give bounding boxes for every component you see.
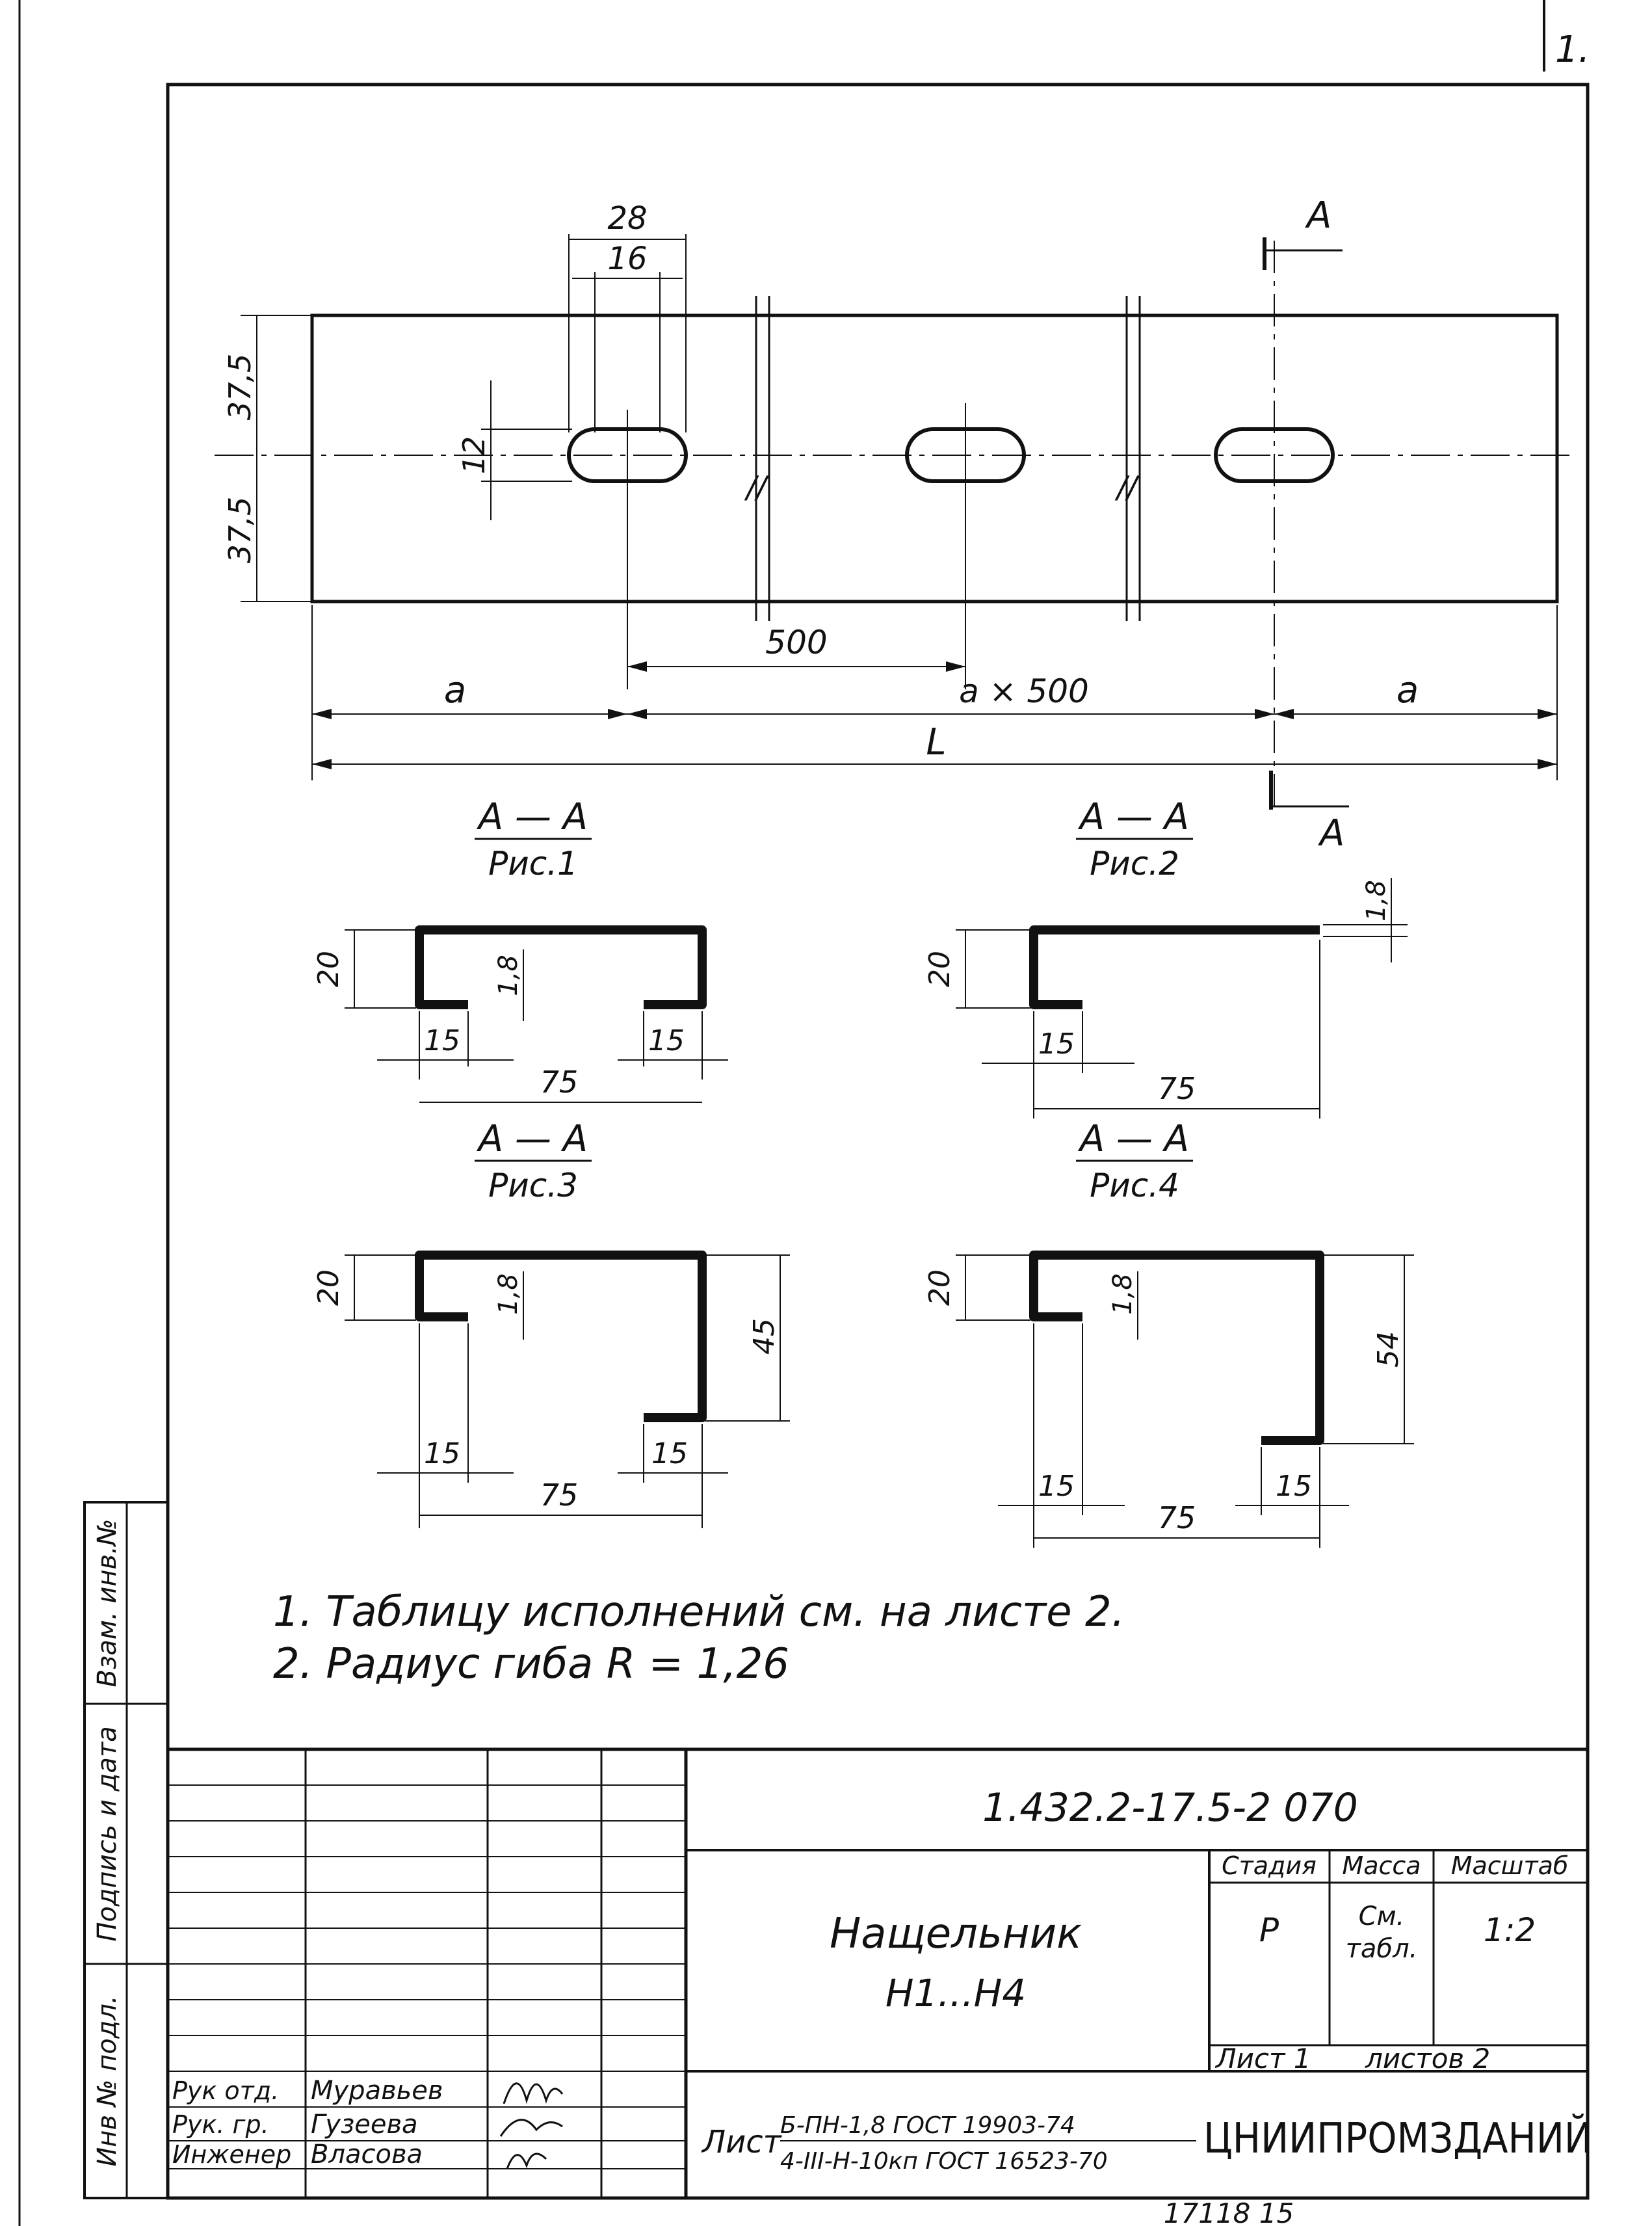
dim-a-arrow-5	[1274, 709, 1294, 719]
note-2: 2. Радиус гиба R = 1,26	[273, 1640, 789, 1688]
dim-slot-height: 12	[456, 436, 492, 475]
signature-1	[503, 2082, 564, 2104]
s4-dim-height: 20	[923, 1269, 956, 1306]
s4-dim-lip-left: 15	[1038, 1470, 1075, 1503]
tb-material-line1: Б-ПН-1,8 ГОСТ 19903-74	[780, 2112, 1075, 2139]
dim-half-width-top: 37,5	[222, 354, 257, 420]
s3-dim-width: 75	[540, 1477, 579, 1513]
tb-scale-header: Масштаб	[1451, 1851, 1569, 1880]
section-2: A — A Рис.2 20 1,8 15 75	[923, 796, 1408, 1119]
section-3-label: A — A	[477, 1118, 588, 1160]
section-3-fig: Рис.3	[488, 1167, 578, 1204]
dim-slot-inner-width: 16	[607, 241, 647, 277]
section-4: A — A Рис.4 20 1,8 54 15 15 75	[923, 1118, 1414, 1548]
sheet-number: 1.	[1555, 29, 1590, 71]
dim-pitch: 500	[765, 624, 827, 661]
tb-sheet: Лист 1	[1214, 2043, 1311, 2074]
s1-dim-thickness: 1,8	[493, 955, 523, 996]
section-marker-bottom: A	[1318, 812, 1344, 855]
s4-dim-thickness: 1,8	[1108, 1273, 1138, 1315]
strip-outline	[310, 313, 1559, 603]
s4-dim-width: 75	[1158, 1500, 1196, 1535]
tb-scale-value: 1:2	[1484, 1911, 1536, 1949]
side-label-replace-inv: Взам. инв.№	[92, 1519, 122, 1688]
dim-a-arrow-1	[312, 709, 332, 719]
section-3-profile	[415, 1251, 707, 1422]
s1-dim-lip-left: 15	[424, 1024, 460, 1057]
tb-organization: ЦНИИПРОМЗДАНИЙ	[1203, 2113, 1592, 2163]
break-mark-1: //	[744, 470, 769, 505]
section-1-label: A — A	[477, 796, 588, 838]
tb-role-1: Рук отд.	[172, 2076, 279, 2105]
s3-dim-thickness: 1,8	[493, 1273, 523, 1315]
dim-slot-outer-width: 28	[607, 200, 647, 237]
section-4-label: A — A	[1078, 1118, 1189, 1160]
s1-dim-height: 20	[312, 951, 345, 987]
s4-dim-lip-right: 15	[1276, 1470, 1312, 1503]
section-2-profile	[1029, 925, 1320, 1009]
tb-material-line2: 4-III-Н-10кп ГОСТ 16523-70	[780, 2148, 1108, 2175]
tb-sheets-total: листов 2	[1365, 2043, 1490, 2074]
tb-name-1: Муравьев	[311, 2076, 443, 2106]
s2-dim-height: 20	[923, 951, 956, 987]
tb-doc-code: 1.432.2-17.5-2 070	[982, 1785, 1358, 1831]
side-label-sign-date: Подпись и дата	[92, 1726, 122, 1941]
section-3: A — A Рис.3 20 1,8 45 15 15 75	[312, 1118, 790, 1528]
signature-3	[506, 2153, 547, 2169]
dim-a-arrow-6	[1538, 709, 1557, 719]
tb-mass-value-2: табл.	[1346, 1934, 1418, 1964]
dim-a-arrow-3	[627, 709, 647, 719]
dim-L-arrow-right	[1538, 759, 1557, 769]
tb-mass-header: Масса	[1342, 1851, 1421, 1880]
tb-mass-value-1: См.	[1359, 1901, 1405, 1931]
dim-middle: a × 500	[959, 672, 1089, 710]
break-mark-2: //	[1114, 470, 1140, 505]
section-4-fig: Рис.4	[1090, 1167, 1179, 1204]
tb-role-2: Рук. гр.	[172, 2110, 269, 2139]
s1-dim-width: 75	[540, 1065, 579, 1100]
inventory-number: 17118 15	[1164, 2197, 1294, 2226]
s1-dim-lip-right: 15	[648, 1024, 685, 1057]
s3-dim-lip-right: 15	[651, 1437, 688, 1470]
dim-half-width-bottom: 37,5	[222, 497, 257, 563]
dim-end-left: a	[444, 669, 466, 711]
dim-end-right: a	[1396, 669, 1419, 711]
dim-total-length: L	[926, 721, 946, 763]
tb-material-prefix: Лист	[701, 2124, 783, 2160]
section-1-fig: Рис.1	[488, 845, 578, 882]
s3-dim-lip-left: 15	[424, 1437, 460, 1470]
s2-dim-lip-left: 15	[1038, 1027, 1075, 1061]
plan-view: // // 28 16 37,5 37,5 12 500	[215, 194, 1573, 855]
section-4-profile	[1029, 1251, 1324, 1445]
dim-a-arrow-2	[608, 709, 627, 719]
dim-a-arrow-4	[1255, 709, 1274, 719]
side-label-inv-orig: Инв № подл.	[92, 1995, 122, 2166]
tb-title-line2: Н1...Н4	[885, 1971, 1026, 2015]
tb-name-2: Гузеева	[311, 2110, 418, 2140]
note-1: 1. Таблицу исполнений см. на листе 2.	[273, 1588, 1125, 1636]
dim-L-arrow-left	[312, 759, 332, 769]
section-2-fig: Рис.2	[1090, 845, 1179, 882]
s3-dim-depth: 45	[748, 1318, 781, 1355]
section-1: A — A Рис.1 20 1,8 15 15 75	[312, 796, 728, 1103]
section-2-label: A — A	[1078, 796, 1189, 838]
tb-title-line1: Нащельник	[830, 1910, 1082, 1958]
tb-role-3: Инженер	[172, 2140, 291, 2169]
s3-dim-height: 20	[312, 1269, 345, 1306]
drawing-frame	[166, 83, 1590, 2200]
s4-dim-depth: 54	[1372, 1331, 1405, 1368]
signature-2	[499, 2119, 563, 2137]
section-1-profile	[415, 925, 707, 1009]
title-block: Рук отд. Муравьев Рук. гр. Гузеева Инжен…	[168, 1747, 1592, 2198]
tb-stage-header: Стадия	[1222, 1851, 1317, 1880]
dim-500-arrow-left	[627, 661, 647, 672]
section-marker-top: A	[1305, 194, 1331, 237]
tb-stage-value: Р	[1259, 1911, 1279, 1949]
tb-name-3: Власова	[311, 2140, 423, 2169]
side-strip: Взам. инв.№ Подпись и дата Инв № подл.	[83, 1501, 169, 2199]
dim-500-arrow-right	[946, 661, 965, 672]
s2-dim-thickness: 1,8	[1361, 880, 1391, 921]
s2-dim-width: 75	[1158, 1071, 1196, 1106]
